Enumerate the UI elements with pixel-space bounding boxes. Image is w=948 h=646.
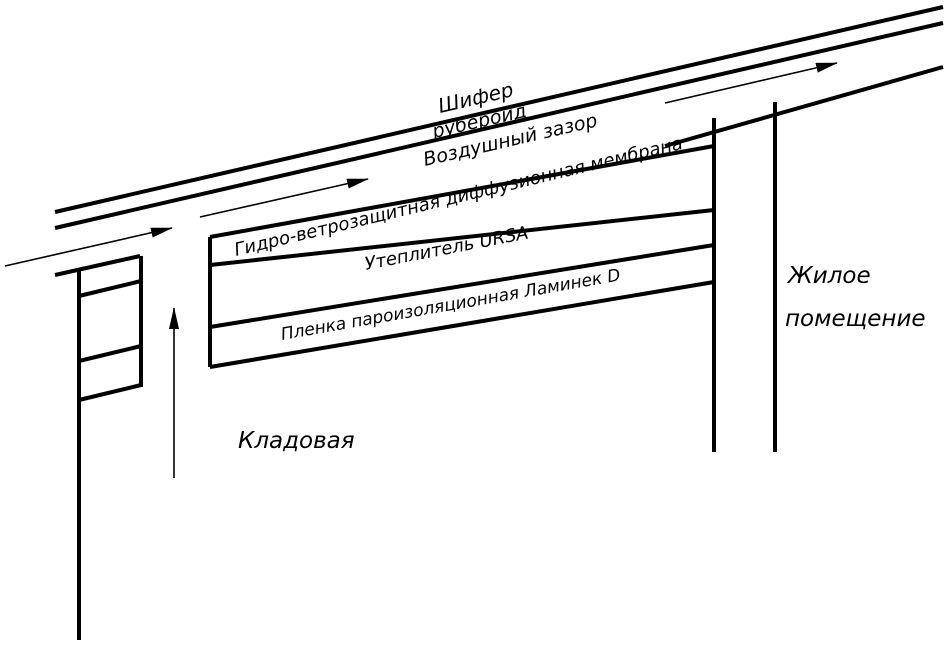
insulation-top-line <box>209 208 715 267</box>
insulation-bottom-line <box>209 243 715 329</box>
airflow-arrow-3 <box>664 62 838 104</box>
airflow-arrow-2 <box>199 178 369 218</box>
slate-line <box>54 5 944 214</box>
label-living-room-1: Жилое <box>786 263 871 289</box>
label-living-room-2: помещение <box>785 306 926 332</box>
storage-wall <box>77 256 143 640</box>
airflow-arrow-1 <box>4 227 173 267</box>
vapor-film-line <box>209 280 715 369</box>
roof-lines <box>54 5 944 277</box>
living-room-wall <box>712 102 777 452</box>
felt-line <box>54 21 944 230</box>
label-insulation: Утеплитель URSA <box>363 223 530 275</box>
left-frame-row3 <box>78 383 142 402</box>
left-frame-row1 <box>78 279 142 298</box>
airflow-arrows <box>4 62 838 478</box>
membrane-line <box>209 144 715 239</box>
insulation-block <box>208 144 715 369</box>
inner-deck-right <box>664 65 944 148</box>
inner-deck-left <box>54 254 141 277</box>
label-storage-room: Кладовая <box>238 428 355 454</box>
left-frame-row2 <box>78 344 142 363</box>
